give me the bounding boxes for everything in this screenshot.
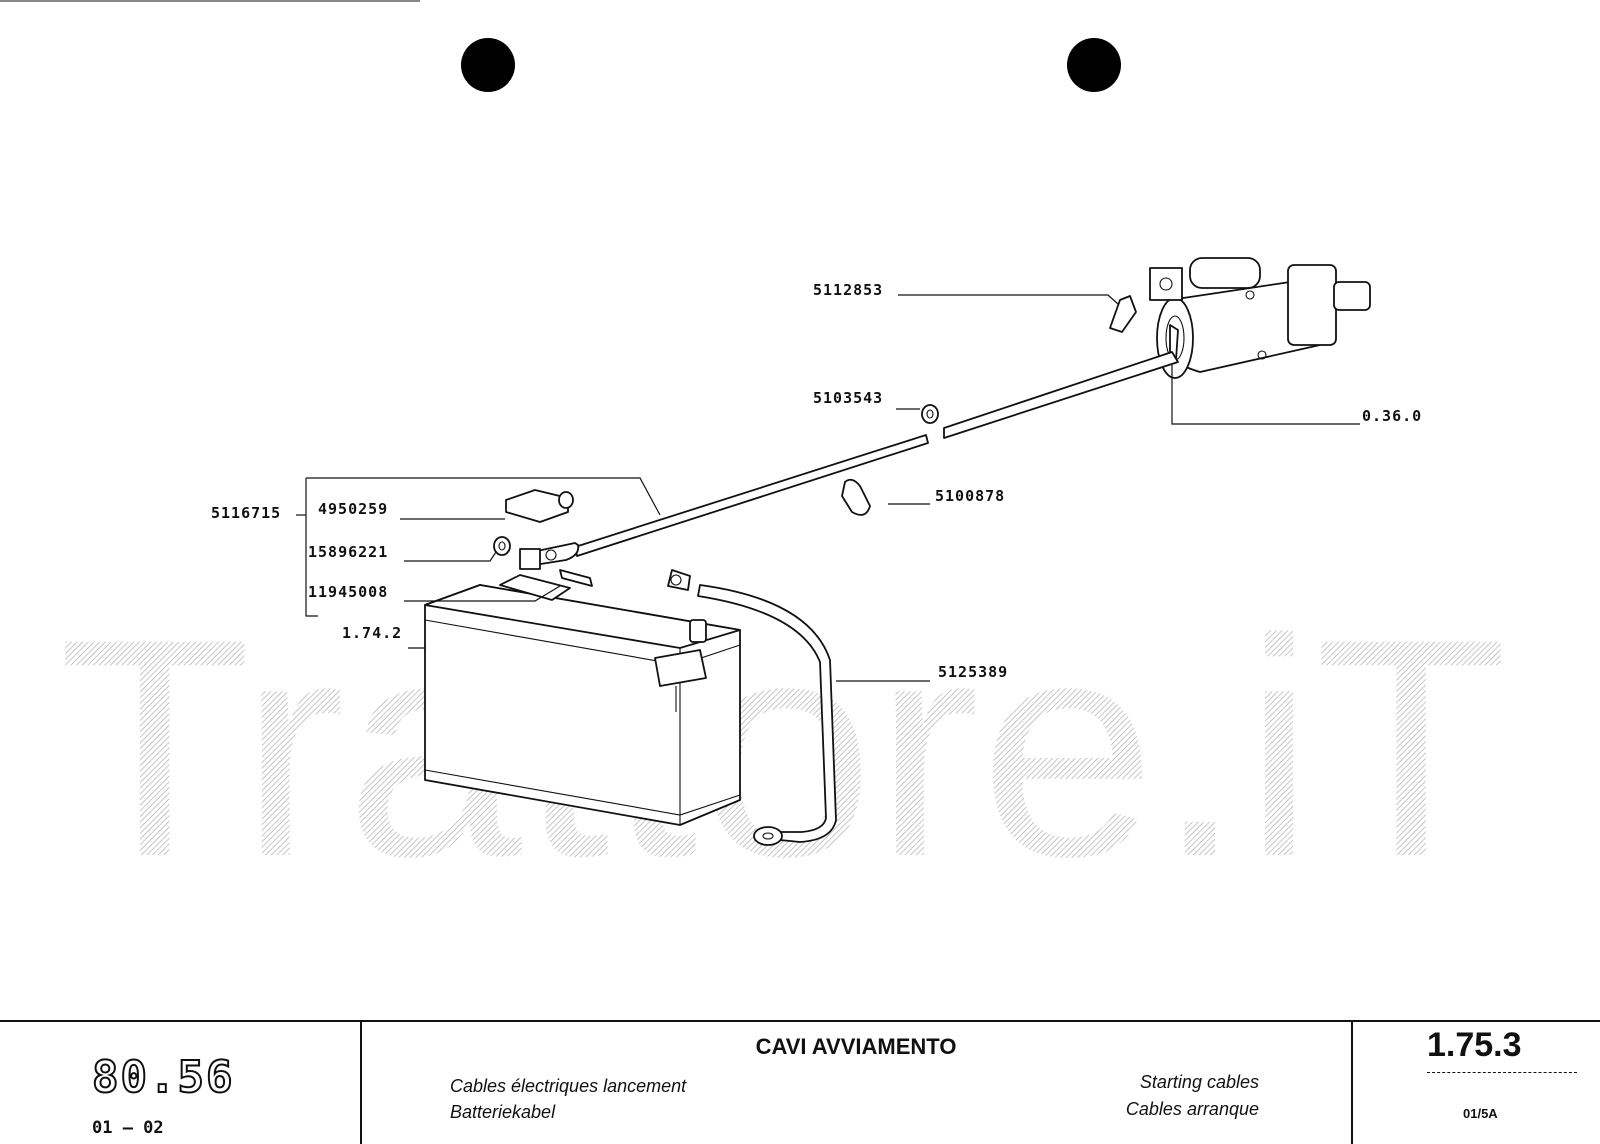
callout-5125389: 5125389 <box>938 663 1008 681</box>
callout-0360: 0.36.0 <box>1362 407 1422 425</box>
title-block: 80.56 01 – 02 CAVI AVVIAMENTO Cables éle… <box>0 1020 1600 1144</box>
part-terminal-cover <box>505 489 574 523</box>
callout-5112853: 5112853 <box>813 281 883 299</box>
model-logo: 80.56 <box>91 1051 235 1104</box>
part-cable-clip <box>841 478 871 516</box>
callout-5100878: 5100878 <box>935 487 1005 505</box>
ground-cable <box>667 569 837 846</box>
sheet-code: 01/5A <box>1463 1106 1498 1121</box>
callout-5116715: 5116715 <box>211 504 281 522</box>
positive-cable-assembly <box>519 324 1179 570</box>
part-small-nut <box>493 536 511 556</box>
watermark-text: Trattore.iT <box>58 574 1508 921</box>
description-cell: CAVI AVVIAMENTO Cables électriques lance… <box>361 1022 1353 1144</box>
binder-hole-left <box>461 38 515 92</box>
reference-cell: 1.75.3 01/5A <box>1353 1022 1600 1144</box>
model-range: 01 – 02 <box>92 1118 164 1138</box>
reference-rule <box>1427 1072 1577 1073</box>
title-italian: CAVI AVVIAMENTO <box>755 1034 957 1059</box>
title-english: Starting cables <box>1139 1072 1259 1092</box>
model-cell: 80.56 01 – 02 <box>0 1022 362 1144</box>
title-german: Batteriekabel <box>450 1102 556 1122</box>
page-number: 1.75.3 <box>1427 1026 1522 1064</box>
starter-motor <box>1149 257 1371 379</box>
part-nut <box>921 404 939 424</box>
title-french: Cables électriques lancement <box>450 1076 687 1096</box>
callout-5103543: 5103543 <box>813 389 883 407</box>
leader-lines <box>296 294 1360 682</box>
part-bolt <box>559 569 593 587</box>
title-spanish: Cables arranque <box>1125 1099 1259 1119</box>
binder-hole-right <box>1067 38 1121 92</box>
callout-11945008: 11945008 <box>308 583 388 601</box>
callout-4950259: 4950259 <box>318 500 388 518</box>
callout-1742: 1.74.2 <box>342 624 402 642</box>
part-terminal-boot <box>1109 295 1137 333</box>
callout-15896221: 15896221 <box>308 543 388 561</box>
